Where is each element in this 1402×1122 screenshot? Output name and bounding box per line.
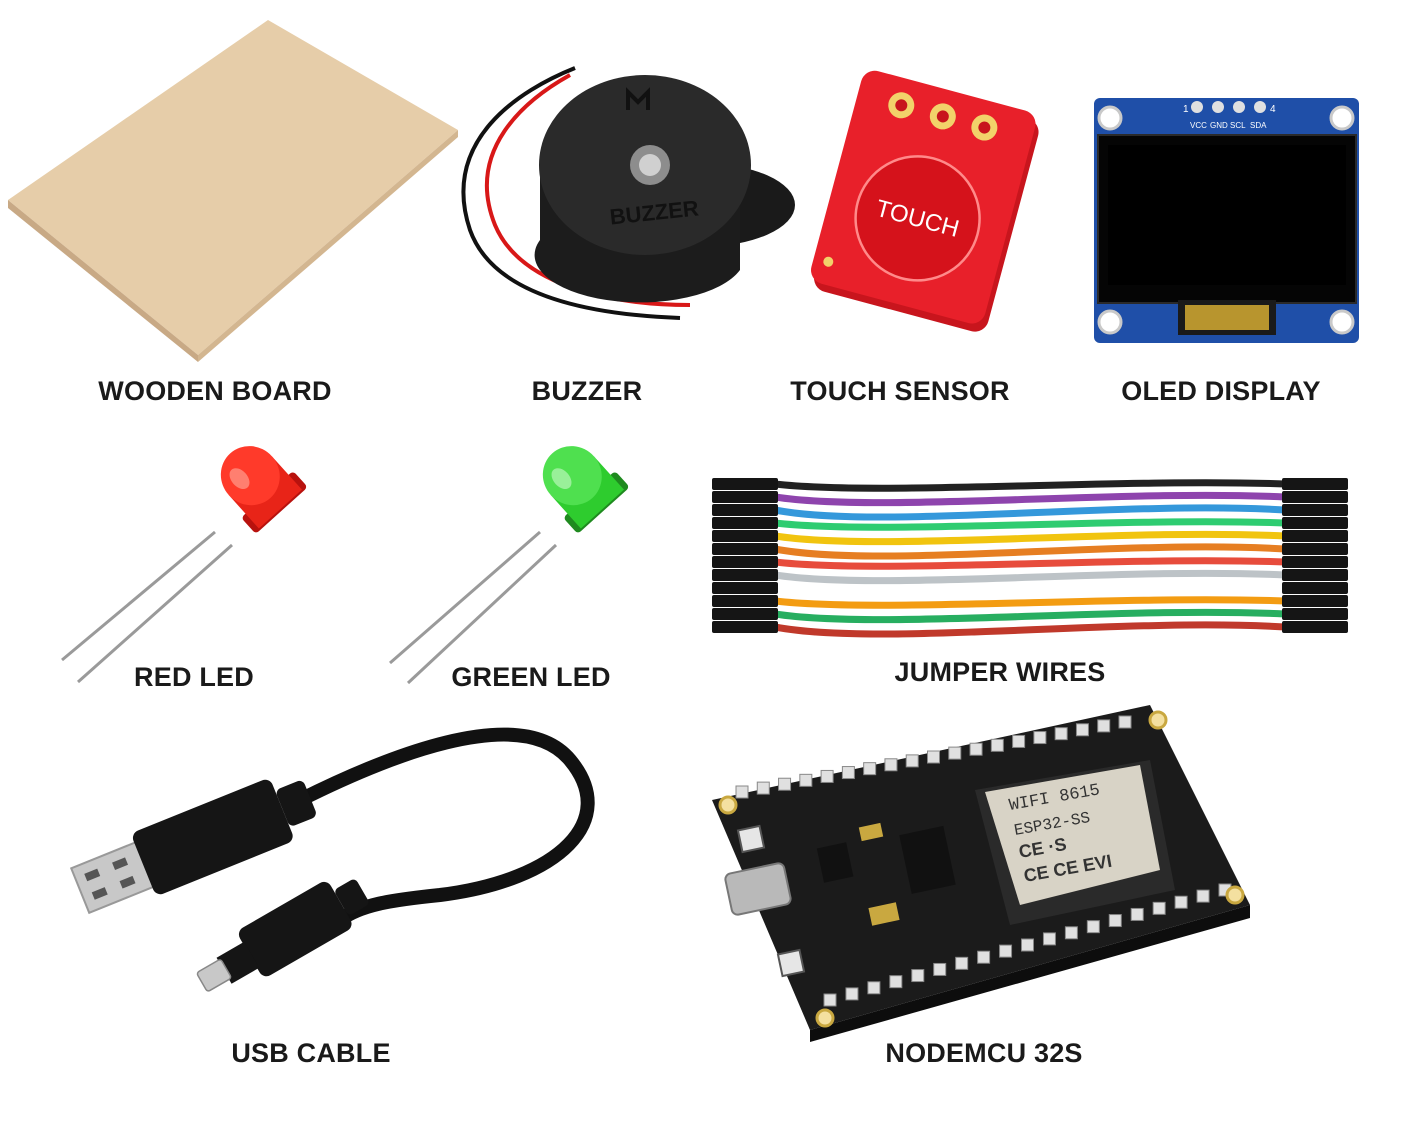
jumper-connector-left (712, 504, 778, 516)
jumper-connector-right (1282, 504, 1348, 516)
label-red-led: RED LED (134, 662, 254, 692)
jumper-connector-right (1282, 491, 1348, 503)
header-pin (999, 944, 1013, 958)
oled-pin-vcc: VCC (1190, 121, 1207, 130)
header-pin (735, 785, 749, 799)
jumper-connector-right (1282, 478, 1348, 490)
jumper-connector-right (1282, 517, 1348, 529)
jumper-connector-right (1282, 595, 1348, 607)
jumper-connector-left (712, 517, 778, 529)
oled-pin-last: 4 (1270, 104, 1276, 115)
oled-pin-first: 1 (1183, 104, 1189, 115)
jumper-connector-left (712, 608, 778, 620)
header-pin (1108, 914, 1122, 928)
header-pin (1196, 889, 1210, 903)
header-pin (948, 746, 962, 760)
header-pin (778, 777, 792, 791)
header-pin (884, 758, 898, 772)
jumper-connector-right (1282, 608, 1348, 620)
header-pin (1152, 901, 1166, 915)
oled-pin-scl: SCL (1230, 121, 1246, 130)
header-pin (820, 769, 834, 783)
header-pin (1042, 932, 1056, 946)
jumper-connector-left (712, 491, 778, 503)
label-buzzer: BUZZER (531, 376, 643, 406)
jumper-connector-left (712, 582, 778, 594)
header-pin (841, 766, 855, 780)
jumper-connector-left (712, 595, 778, 607)
jumper-connector-right (1282, 582, 1348, 594)
label-oled-display: OLED DISPLAY (1121, 376, 1321, 406)
header-pin (977, 950, 991, 964)
header-pin (1033, 731, 1047, 745)
label-usb-cable: USB CABLE (231, 1038, 391, 1068)
header-pin (863, 762, 877, 776)
jumper-connector-left (712, 530, 778, 542)
header-pin (1064, 926, 1078, 940)
header-pin (1174, 895, 1188, 909)
oled-pin-sda: SDA (1250, 121, 1267, 130)
header-pin (1130, 907, 1144, 921)
jumper-wire (774, 479, 1286, 492)
header-pin (933, 962, 947, 976)
jumper-connector-right (1282, 530, 1348, 542)
header-pin (1012, 734, 1026, 748)
header-pin (990, 738, 1004, 752)
label-jumper-wires: JUMPER WIRES (894, 657, 1106, 687)
header-pin (867, 981, 881, 995)
header-pin (1075, 723, 1089, 737)
header-pin (756, 781, 770, 795)
jumper-wire (774, 504, 1286, 521)
header-pin (1097, 719, 1111, 733)
label-green-led: GREEN LED (451, 662, 611, 692)
header-pin (1054, 727, 1068, 741)
jumper-connector-right (1282, 621, 1348, 633)
label-touch-sensor: TOUCH SENSOR (790, 376, 1010, 406)
jumper-wire (774, 569, 1286, 585)
jumper-connector-left (712, 621, 778, 633)
header-pin (1021, 938, 1034, 952)
jumper-connector-right (1282, 569, 1348, 581)
jumper-connector-left (712, 556, 778, 568)
header-pin (905, 754, 919, 768)
jumper-connector-left (712, 569, 778, 581)
jumper-wire (774, 543, 1286, 560)
jumper-wire (774, 582, 1286, 599)
label-nodemcu: NODEMCU 32S (885, 1038, 1083, 1068)
header-pin (955, 956, 969, 970)
jumper-connector-right (1282, 556, 1348, 568)
jumper-connector-left (712, 543, 778, 555)
header-pin (845, 987, 859, 1001)
jumper-wire (774, 621, 1286, 638)
jumper-wire (774, 557, 1286, 570)
header-pin (911, 969, 925, 983)
header-pin (927, 750, 940, 764)
jumper-wire (774, 596, 1286, 609)
oled-pin-gnd: GND (1210, 121, 1228, 130)
jumper-wire (774, 518, 1286, 531)
header-pin (969, 742, 983, 756)
header-pin (889, 975, 903, 989)
header-pin (1118, 715, 1132, 729)
jumper-connector-left (712, 478, 778, 490)
jumper-connector-right (1282, 543, 1348, 555)
header-pin (823, 993, 837, 1007)
header-pin (799, 773, 813, 787)
jumper-wire (774, 491, 1286, 507)
header-pin (1086, 920, 1100, 934)
label-wooden-board: WOODEN BOARD (98, 376, 332, 406)
jumper-wire (774, 530, 1286, 546)
jumper-wire (774, 608, 1286, 624)
